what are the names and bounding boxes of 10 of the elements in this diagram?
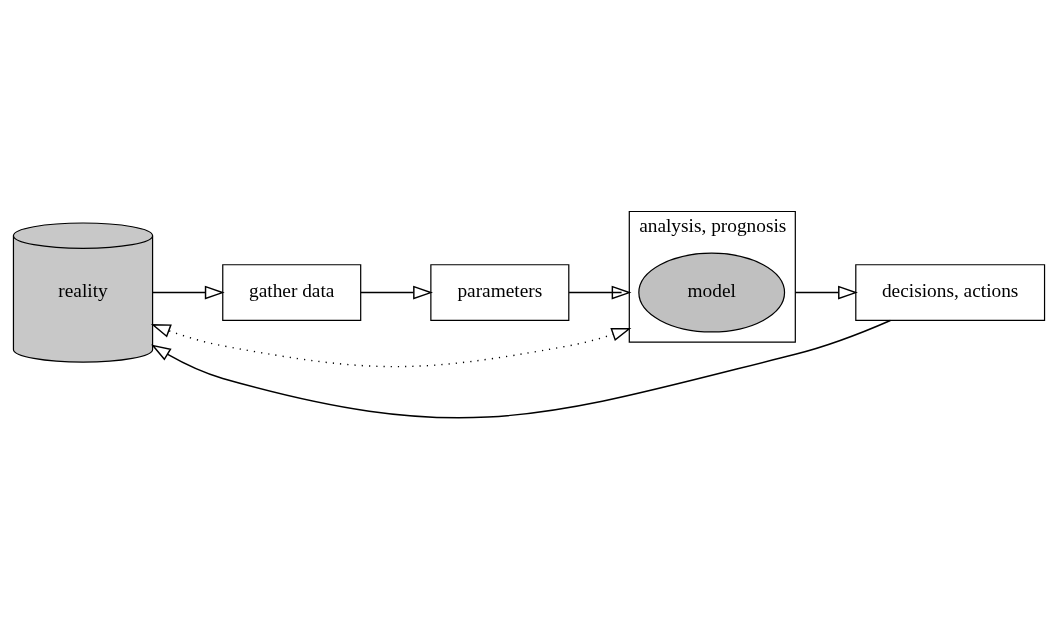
arrow [568,285,632,300]
node-box: gather data [222,264,362,321]
arrow [150,323,632,368]
node-box: parameters [430,264,570,321]
node-box: decisions, actions [855,264,1046,321]
arrow [151,319,892,419]
arrow [360,285,433,300]
node-ellipse: model [638,252,786,333]
arrow [152,285,225,300]
arrow [794,285,858,300]
